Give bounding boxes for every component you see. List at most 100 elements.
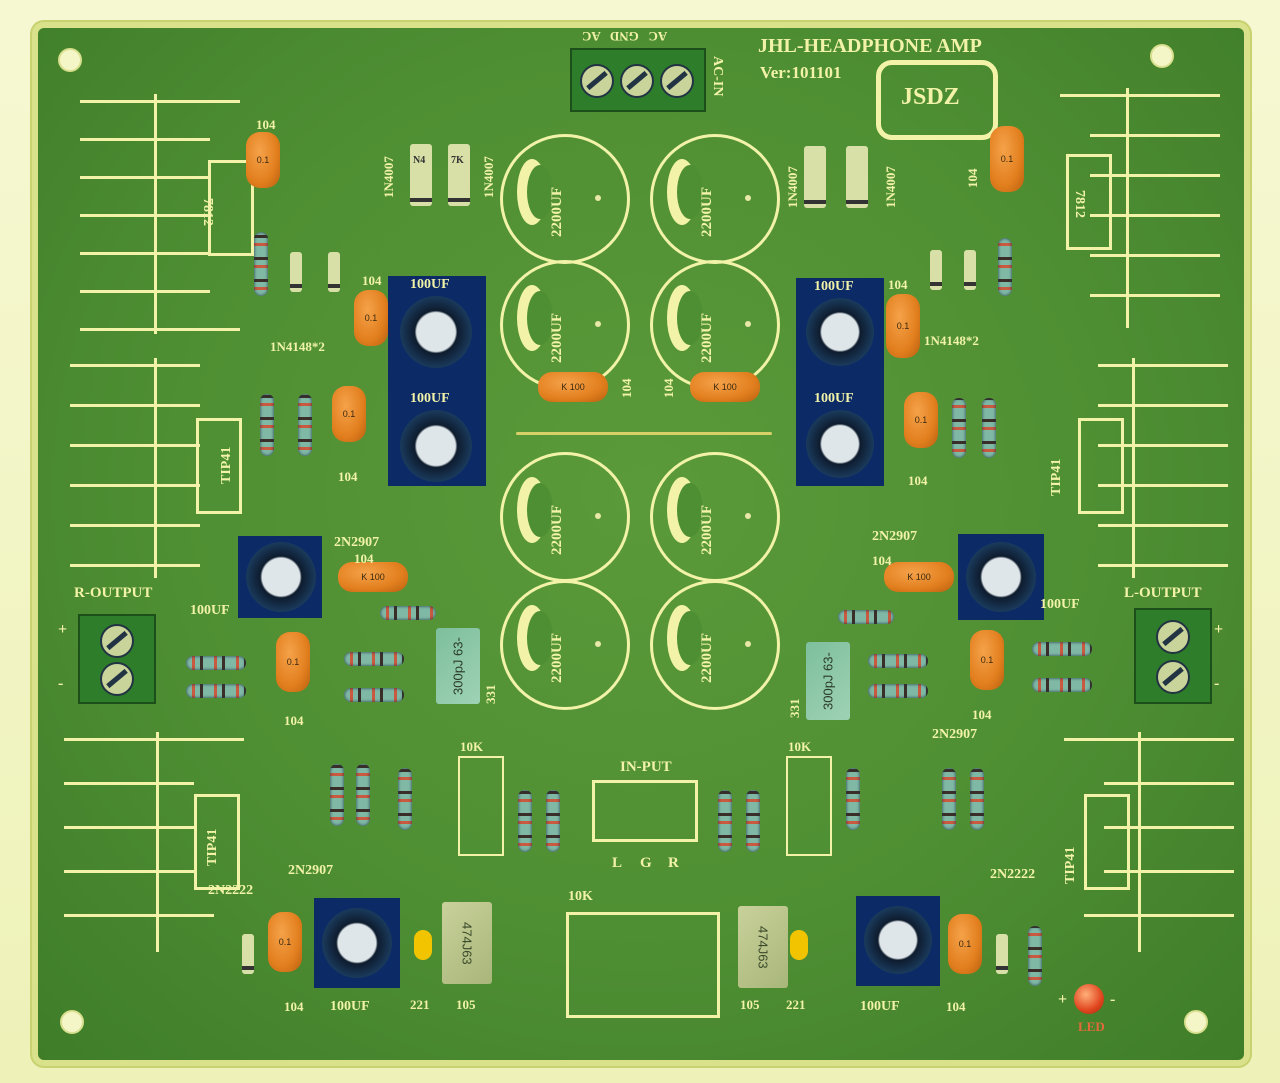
ac-screw-2 bbox=[620, 64, 654, 98]
label-10k-right: 10K bbox=[788, 739, 812, 754]
ceramic-cap-right-2: 0.1 bbox=[886, 294, 920, 358]
ac-pin-2: GND bbox=[609, 29, 639, 44]
pcb-board: JHL-HEADPHONE AMP Ver:101101 JSDZ AC GND… bbox=[38, 28, 1244, 1060]
ecap-4 bbox=[806, 410, 874, 478]
cap-2200uf-8: 2200UF bbox=[650, 580, 780, 710]
cap-2200uf-4-label: 2200UF bbox=[699, 313, 715, 363]
label-10k-left: 10K bbox=[460, 739, 484, 754]
ceramic-cap-left-4: K 100 bbox=[338, 562, 408, 592]
resistor-l7 bbox=[344, 652, 404, 666]
label-104-top-right: 104 bbox=[965, 168, 980, 189]
label-10k-bottom: 10K bbox=[568, 889, 593, 904]
mount-hole-top-right bbox=[1150, 44, 1174, 68]
r-output-minus: - bbox=[58, 675, 64, 692]
cap-2200uf-5-label: 2200UF bbox=[549, 505, 565, 555]
heatsink-outline-mid-right bbox=[1048, 358, 1238, 578]
led-plus: + bbox=[1058, 991, 1068, 1008]
heatsink-outline-top-right bbox=[1040, 88, 1230, 328]
mount-hole-bottom-right bbox=[1184, 1010, 1208, 1034]
diode-1n4007-3 bbox=[804, 146, 826, 208]
diode-1n4007-2: 7K bbox=[448, 144, 470, 206]
ac-screw-1 bbox=[580, 64, 614, 98]
cap-100uf-bottom-right bbox=[856, 896, 940, 986]
diode-1n4007-1: N4 bbox=[410, 144, 432, 206]
heatsink-outline-mid-left bbox=[70, 358, 260, 578]
cap-2200uf-4: 2200UF bbox=[650, 260, 780, 390]
l-output-minus: - bbox=[1214, 675, 1220, 692]
heatsink-outline-top-left bbox=[80, 94, 270, 334]
input-pin-l: L bbox=[612, 855, 623, 871]
label-1n4148-left: 1N4148*2 bbox=[270, 339, 325, 354]
label-104-left-4: 104 bbox=[354, 551, 374, 566]
cap-100uf-pair-left: 100UF 100UF bbox=[388, 276, 486, 486]
label-100uf-6: 100UF bbox=[1040, 597, 1080, 612]
label-104-top-left: 104 bbox=[256, 117, 276, 132]
resistor-l10 bbox=[356, 764, 370, 826]
r-output-terminal bbox=[78, 614, 156, 704]
label-1n4007-4: 1N4007 bbox=[883, 166, 898, 208]
label-221-right: 221 bbox=[786, 997, 806, 1012]
input-label: IN-PUT bbox=[620, 759, 672, 775]
ecap-6 bbox=[966, 542, 1036, 612]
label-7812-right: 7812 bbox=[1072, 190, 1087, 218]
cap-2200uf-8-label: 2200UF bbox=[699, 633, 715, 683]
label-104-center-left: 104 bbox=[619, 378, 634, 399]
ecap-2 bbox=[400, 410, 472, 482]
resistor-l3 bbox=[298, 394, 312, 456]
label-1n4007-1: 1N4007 bbox=[381, 156, 396, 198]
r-output-screw-2 bbox=[100, 662, 134, 696]
cap-100uf-bottom-left bbox=[314, 898, 400, 988]
label-1n4007-2: 1N4007 bbox=[481, 156, 496, 198]
diode-1n4148-l1 bbox=[290, 252, 302, 292]
resistor-r6 bbox=[868, 684, 928, 698]
ceramic-cap-bottom-left: 0.1 bbox=[268, 912, 302, 972]
diode-marking-1: N4 bbox=[413, 155, 426, 166]
label-100uf-5: 100UF bbox=[190, 603, 230, 618]
led-minus: - bbox=[1110, 991, 1116, 1008]
label-2n2907-left: 2N2907 bbox=[334, 535, 380, 550]
diode-1n4148-r2 bbox=[964, 250, 976, 290]
label-100uf-2: 100UF bbox=[410, 391, 450, 406]
jsdz-logo: JSDZ bbox=[901, 84, 960, 110]
label-331-right: 331 bbox=[787, 698, 802, 719]
ceramic-cap-right-5: 0.1 bbox=[970, 630, 1004, 690]
label-221-left: 221 bbox=[410, 997, 430, 1012]
led-label: LED bbox=[1078, 1019, 1105, 1034]
l-output-plus: + bbox=[1214, 621, 1224, 638]
trimmer-10k-left bbox=[458, 756, 504, 856]
label-tip41-left: TIP41 bbox=[219, 446, 234, 484]
label-tip41-right: TIP41 bbox=[1049, 458, 1064, 496]
film-cap-300pj-right: 300pJ 63- bbox=[806, 642, 850, 720]
resistor-r2 bbox=[952, 398, 966, 458]
ac-in-label: AC-IN bbox=[710, 56, 725, 97]
diode-bottom-left bbox=[242, 934, 254, 974]
resistor-l5 bbox=[186, 656, 246, 670]
resistor-l2 bbox=[260, 394, 274, 456]
label-100uf-8: 100UF bbox=[860, 999, 900, 1014]
ceramic-cap-center-left: K 100 bbox=[538, 372, 608, 402]
mount-hole-top-left bbox=[58, 48, 82, 72]
resistor-r5 bbox=[868, 654, 928, 668]
cap-2200uf-2-label: 2200UF bbox=[699, 187, 715, 237]
diode-bottom-right bbox=[996, 934, 1008, 974]
ceramic-cap-bottom-right: 0.1 bbox=[948, 914, 982, 974]
resistor-r1 bbox=[998, 238, 1012, 296]
label-104-left-5: 104 bbox=[284, 713, 304, 728]
board-title: JHL-HEADPHONE AMP bbox=[758, 35, 982, 57]
resistor-l12 bbox=[518, 790, 532, 852]
label-2n2222-left: 2N2222 bbox=[208, 883, 254, 898]
heatsink-outline-bottom-right bbox=[1054, 732, 1244, 952]
resistor-r14 bbox=[1028, 926, 1042, 986]
label-100uf-7: 100UF bbox=[330, 999, 370, 1014]
label-104-right-3: 104 bbox=[908, 473, 928, 488]
ecap-1 bbox=[400, 296, 472, 368]
label-104-center-right: 104 bbox=[661, 378, 676, 399]
ceramic-cap-top-right: 0.1 bbox=[990, 126, 1024, 192]
resistor-l4 bbox=[380, 606, 436, 620]
label-2n2907-bottom-left: 2N2907 bbox=[288, 863, 334, 878]
input-header bbox=[592, 780, 698, 842]
r-output-label: R-OUTPUT bbox=[74, 585, 153, 601]
cap-2200uf-3-label: 2200UF bbox=[549, 313, 565, 363]
ceramic-cap-left-5: 0.1 bbox=[276, 632, 310, 692]
ecap-5 bbox=[246, 542, 316, 612]
